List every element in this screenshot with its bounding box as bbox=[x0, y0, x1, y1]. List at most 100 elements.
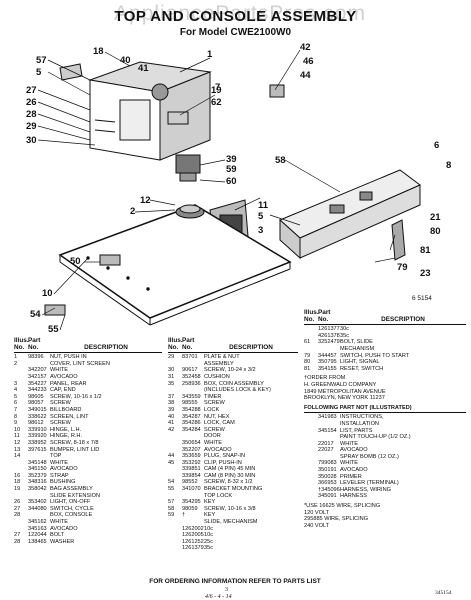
callout: 2 bbox=[130, 206, 136, 217]
end-cap bbox=[391, 219, 406, 261]
part-description: BUSHING bbox=[50, 479, 76, 486]
part-description: PAINT TOUCH-UP (1/2 OZ.) bbox=[340, 434, 411, 441]
part-number: 98059 bbox=[182, 505, 198, 512]
callout: 18 bbox=[93, 46, 104, 57]
part-description: PRIMER bbox=[340, 473, 362, 480]
callout: 19 bbox=[211, 85, 222, 96]
illus-number bbox=[168, 361, 182, 368]
illus-number bbox=[168, 519, 182, 526]
note-line: H. GREENWALD COMPANY bbox=[304, 381, 377, 388]
part-number: 354288 bbox=[182, 406, 201, 413]
illus-number: 35 bbox=[168, 380, 175, 387]
illus-number bbox=[304, 460, 318, 467]
illus-number: 45 bbox=[168, 459, 175, 466]
parts-row: (INCLUDES LOCK & KEY) bbox=[168, 387, 298, 394]
illus-number: 16 bbox=[14, 472, 21, 479]
part-description: SLIDE EXTENSION bbox=[50, 492, 101, 499]
note-line: *USE 16625 WIRE, SPLICING bbox=[304, 503, 381, 510]
callout: 5 bbox=[36, 67, 42, 78]
part-description: BUMPER, LINT LID bbox=[50, 446, 100, 453]
part-description: RESET, SWITCH bbox=[340, 365, 384, 372]
exploded-diagram bbox=[37, 49, 421, 331]
part-description: INSTRUCTIONS, bbox=[340, 414, 384, 421]
illus-number: 18 bbox=[14, 479, 21, 486]
part-number bbox=[318, 346, 340, 353]
parts-row: TOP LOCK bbox=[168, 493, 298, 500]
illus-number bbox=[168, 545, 182, 552]
part-description: 10c bbox=[204, 525, 214, 532]
part-number: 22017 bbox=[318, 440, 334, 447]
part-number: †345096 bbox=[318, 486, 340, 493]
illus-number bbox=[168, 493, 182, 500]
part-description: BOX, CONSOLE bbox=[50, 512, 93, 519]
part-description: HINGE, L.H. bbox=[50, 426, 82, 433]
part-description: WASHER bbox=[50, 538, 75, 545]
illus-number: 39 bbox=[168, 406, 175, 413]
note-line: 295885 WIRE, SPLICING bbox=[304, 516, 369, 523]
parts-row: INSTALLATION bbox=[304, 421, 466, 428]
part-number: 1262002 bbox=[182, 525, 204, 532]
part-number: 345148 bbox=[28, 459, 47, 466]
part-number: 354284 bbox=[182, 426, 201, 433]
part-description: LOCK, CAM bbox=[204, 420, 235, 427]
illus-number bbox=[304, 421, 318, 428]
illus-number bbox=[14, 460, 28, 467]
parts-row: PAINT TOUCH-UP (1/2 OZ.) bbox=[304, 434, 466, 441]
illus-number: 26 bbox=[14, 499, 21, 506]
part-description: KEY bbox=[204, 512, 216, 519]
part-number: 98396 bbox=[28, 354, 44, 361]
callout: 3 bbox=[258, 225, 264, 236]
illus-number: 3 bbox=[14, 380, 18, 387]
part-description: WHITE bbox=[50, 519, 69, 526]
page-title: TOP AND CONSOLE ASSEMBLY bbox=[114, 8, 357, 25]
part-description: WHITE bbox=[204, 439, 223, 446]
part-description: WHITE bbox=[50, 459, 69, 466]
part-number: 352207 bbox=[182, 446, 201, 453]
part-description: PLUG, SNAP-IN bbox=[204, 453, 246, 460]
callout: 40 bbox=[120, 55, 131, 66]
illus-number: 28 bbox=[14, 538, 21, 545]
part-description: LIGHT, ON-OFF bbox=[50, 499, 91, 506]
illus-number: 79 bbox=[304, 352, 311, 359]
part-number: 98057 bbox=[28, 400, 44, 407]
callout: 7 bbox=[215, 82, 221, 93]
illus-number bbox=[14, 466, 28, 473]
part-description: DOOR bbox=[204, 433, 221, 440]
illus-number bbox=[304, 447, 318, 454]
callout: 10 bbox=[42, 288, 53, 299]
part-number bbox=[28, 361, 50, 368]
illus-number: 4 bbox=[14, 387, 18, 394]
illus-number: 11 bbox=[14, 433, 20, 440]
illus-number: 28 bbox=[14, 512, 21, 519]
illus-number: 29 bbox=[168, 354, 175, 361]
part-description: 30c bbox=[340, 326, 350, 333]
illus-number: 30 bbox=[168, 367, 175, 374]
part-description: 35c bbox=[204, 545, 214, 552]
callout: 44 bbox=[300, 70, 311, 81]
part-number: 98555 bbox=[182, 400, 198, 407]
illus-number bbox=[14, 526, 28, 533]
watermark: AppliancePartsPros.com bbox=[114, 2, 366, 25]
part-description: SWITCH, CYCLE bbox=[50, 505, 94, 512]
part-description: BILLBOARD bbox=[50, 406, 82, 413]
illus-number: 7 bbox=[14, 406, 18, 413]
part-description: WHITE bbox=[50, 367, 69, 374]
parts-row: DOOR bbox=[168, 433, 298, 440]
part-description: CAM (8 PIN) 30 MIN bbox=[204, 472, 256, 479]
part-number bbox=[28, 493, 50, 500]
callout: 27 bbox=[26, 85, 37, 96]
part-description: CUSHION bbox=[204, 373, 230, 380]
illus-number: 8 bbox=[14, 413, 18, 420]
part-number: 345162 bbox=[28, 519, 47, 526]
